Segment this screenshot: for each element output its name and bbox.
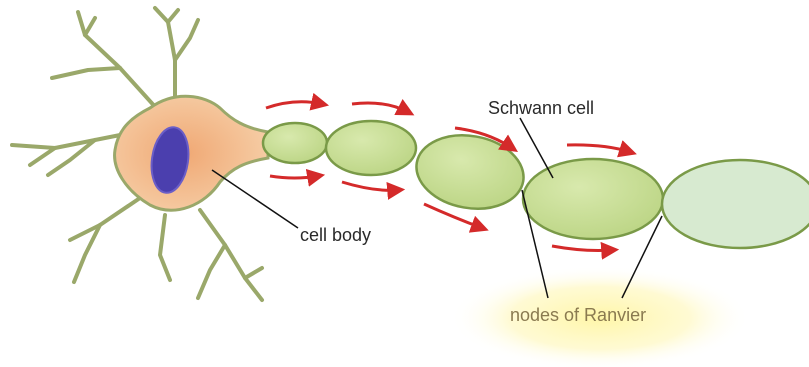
label-cell-body: cell body <box>300 225 371 246</box>
red-arrow-icon <box>567 145 630 152</box>
leader-line-schwann <box>520 118 553 178</box>
label-nodes-of-ranvier: nodes of Ranvier <box>510 305 646 326</box>
schwann-segment-5 <box>662 160 809 248</box>
schwann-segment-3 <box>411 127 530 217</box>
red-arrow-icon <box>266 102 322 108</box>
red-arrow-icon <box>270 176 318 178</box>
schwann-segment-1 <box>263 123 327 163</box>
red-arrow-icon <box>352 103 408 112</box>
label-schwann-cell: Schwann cell <box>488 98 594 119</box>
red-arrow-icon <box>552 246 612 251</box>
schwann-segment-4 <box>523 159 663 239</box>
red-arrow-icon <box>342 182 398 190</box>
schwann-segment-2 <box>326 121 416 175</box>
